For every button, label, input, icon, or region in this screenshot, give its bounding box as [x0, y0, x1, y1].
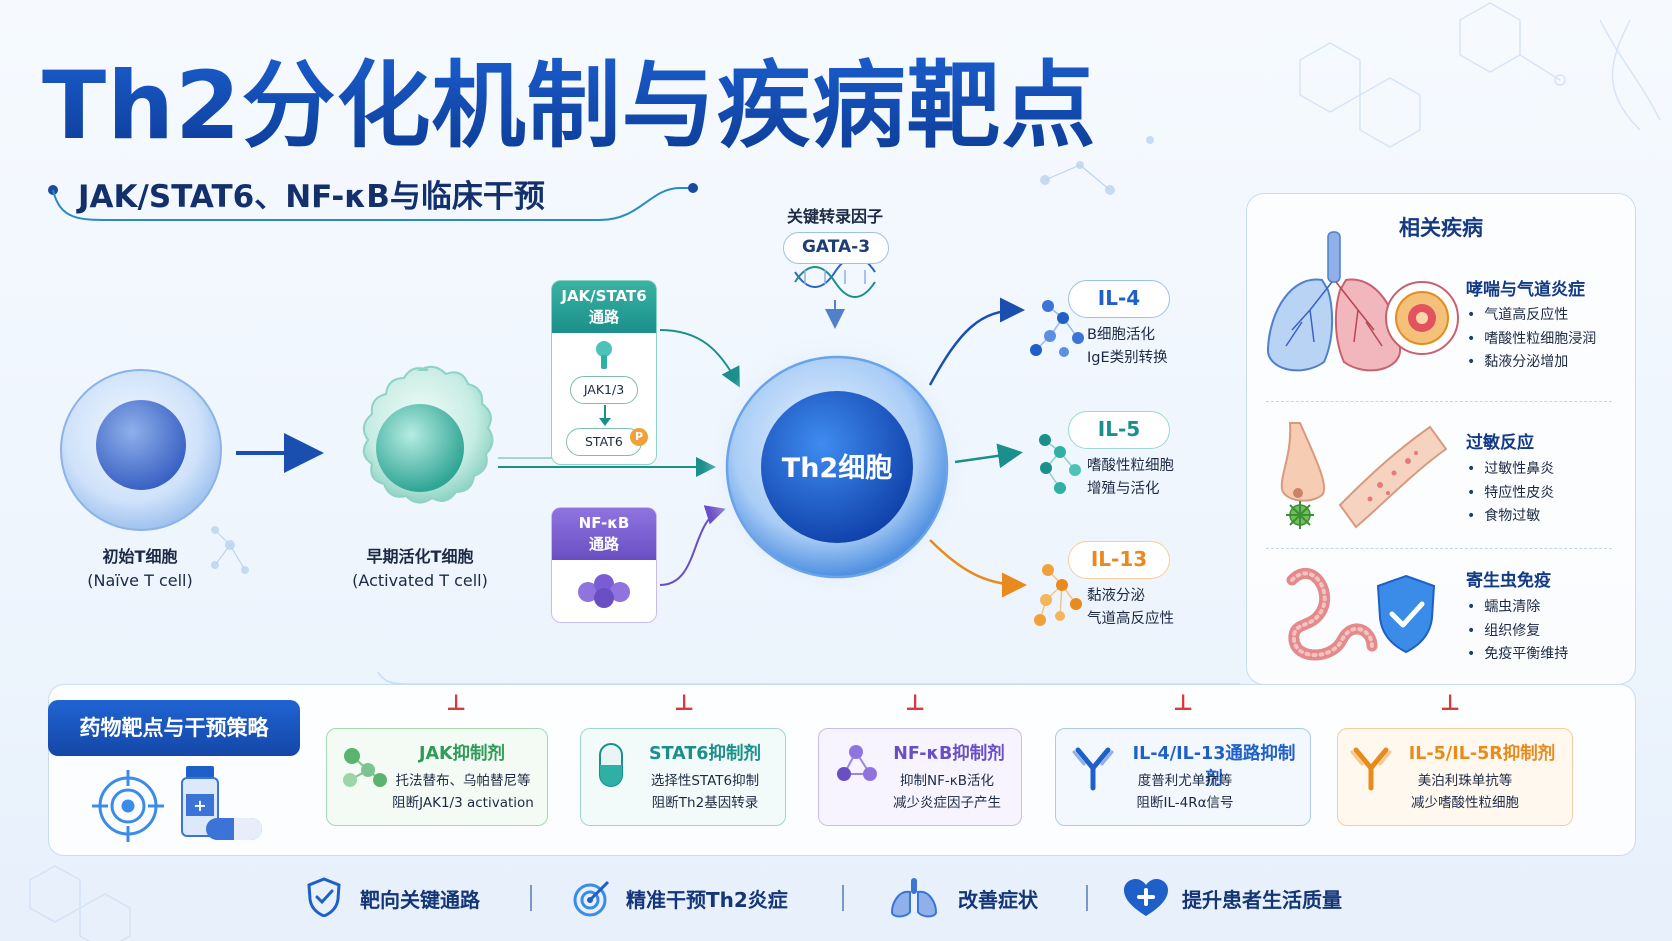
parasite-illustration	[1286, 568, 1436, 661]
il4-pill: IL-4	[1068, 280, 1170, 318]
antibody-icon	[1072, 747, 1114, 791]
footer-item-precision: 精准干预Th2炎症	[626, 888, 788, 912]
inhibit-symbol: ⊥	[905, 691, 926, 716]
il5-pill: IL-5	[1068, 411, 1170, 449]
arrow-jak-to-th2	[659, 329, 740, 388]
arrow-th2-to-il4	[928, 297, 1025, 386]
target-and-medicine-icon: +	[92, 766, 262, 842]
transcription-factor-label: 关键转录因子	[786, 207, 883, 226]
allergy-illustration	[1280, 422, 1448, 529]
jak13-node: JAK1/3	[570, 376, 638, 404]
drug-card-il5-title: IL-5/IL-5R抑制剂	[1408, 744, 1556, 764]
inhibit-symbol: ⊥	[1173, 691, 1194, 716]
lungs-icon	[890, 878, 938, 918]
naive-t-cell-label: 初始T细胞 (Naïve T cell)	[60, 545, 220, 593]
nfkb-complex-icon	[578, 574, 630, 608]
footer-item-pathway: 靶向关键通路	[360, 888, 480, 912]
receptor-icon	[596, 341, 612, 369]
disease-separator	[1266, 548, 1612, 549]
il13-description: 黏液分泌 气道高反应性	[1087, 588, 1174, 627]
footer-separator	[842, 885, 844, 911]
drug-card-il5	[1337, 728, 1573, 826]
drug-card-jak-desc: 托法替布、乌帕替尼等 阻断JAK1/3 activation	[392, 773, 534, 811]
stat6-node: STAT6	[566, 428, 642, 456]
antibody-icon	[1350, 747, 1392, 791]
th2-cell-name: Th2细胞	[781, 453, 893, 484]
disease-group-allergy-title: 过敏反应	[1466, 433, 1534, 453]
disease-group-asthma-list: 气道高反应性 嗜酸性粒细胞浸润 黏液分泌增加	[1467, 304, 1627, 375]
svg-text:+: +	[193, 796, 206, 815]
jak-inhibitor-molecule-icon	[343, 748, 387, 787]
target-icon	[573, 880, 610, 917]
page-title: Th2分化机制与疾病靶点	[42, 30, 1096, 166]
footer-item-quality: 提升患者生活质量	[1182, 888, 1342, 912]
drug-card-nfkb-title: NF-κB抑制剂	[893, 744, 1005, 764]
phospho-badge: P	[630, 428, 648, 446]
il13-pill: IL-13	[1068, 541, 1170, 579]
drug-card-il4-il13-desc: 度普利尤单抗等 阻断IL-4Rα信号	[1136, 773, 1234, 811]
activated-t-cell-en: (Activated T cell)	[352, 571, 488, 590]
lungs-illustration	[1266, 231, 1459, 372]
shield-icon	[307, 877, 341, 917]
il4-molecule-icon	[1030, 300, 1084, 357]
naive-t-cell-en: (Naïve T cell)	[87, 571, 193, 590]
drug-card-il5-desc: 美泊利珠单抗等 减少嗜酸性粒细胞	[1411, 773, 1519, 811]
nfkb-inhibitor-molecule-icon	[837, 745, 877, 781]
subtitle: JAK/STAT6、NF-κB与临床干预	[78, 179, 545, 215]
jak-stat6-pathway-title: JAK/STAT6 通路	[552, 281, 656, 333]
jak-to-stat6-arrow	[599, 405, 611, 426]
target-icon	[92, 770, 164, 842]
drug-panel-title: 药物靶点与干预策略	[48, 700, 300, 756]
il4-description: B细胞活化 IgE类别转换	[1087, 327, 1168, 366]
shield-check-icon	[1376, 574, 1436, 654]
pill-capsule-icon	[206, 818, 262, 840]
footer-separator	[530, 885, 532, 911]
drug-card-nfkb-desc: 抑制NF-κB活化 减少炎症因子产生	[893, 773, 1001, 811]
footer-item-symptoms: 改善症状	[958, 888, 1038, 912]
activated-t-cell-name: 早期活化T细胞	[366, 547, 474, 566]
drug-card-nfkb	[818, 728, 1022, 826]
drug-card-stat6-title: STAT6抑制剂	[649, 744, 761, 764]
inhibit-symbol: ⊥	[674, 691, 695, 716]
nfkb-pathway-box: NF-κB 通路	[551, 507, 657, 623]
disease-separator	[1266, 401, 1612, 402]
virus-icon	[1286, 501, 1314, 529]
arrow-nfkb-to-th2	[659, 505, 726, 586]
subtitle-underline	[48, 183, 698, 221]
disease-panel-title: 相关疾病	[1399, 216, 1483, 240]
disease-group-parasite-list: 蠕虫清除 组织修复 免疫平衡维持	[1467, 596, 1627, 667]
activated-t-cell-label: 早期活化T细胞 (Activated T cell)	[330, 545, 510, 593]
il13-molecule-icon	[1034, 564, 1082, 626]
naive-t-cell-name: 初始T细胞	[102, 547, 178, 566]
arrow-th2-to-il13	[929, 539, 1027, 598]
il5-molecule-icon	[1039, 434, 1081, 494]
activated-t-cell-illustration	[362, 365, 494, 504]
disease-group-asthma-title: 哮喘与气道炎症	[1466, 280, 1585, 300]
inhibit-symbol: ⊥	[1440, 691, 1461, 716]
disease-group-allergy-list: 过敏性鼻炎 特应性皮炎 食物过敏	[1467, 458, 1627, 529]
nfkb-pathway-title: NF-κB 通路	[552, 508, 656, 560]
drug-card-il4-il13	[1055, 728, 1311, 826]
naive-t-cell-illustration	[60, 369, 222, 531]
inhibit-symbol: ⊥	[446, 691, 467, 716]
il5-description: 嗜酸性粒细胞 增殖与活化	[1087, 458, 1174, 497]
drug-card-il4-il13-title: IL-4/IL-13通路抑制剂	[1132, 744, 1296, 789]
capsule-icon	[599, 743, 623, 787]
drug-card-jak-title: JAK抑制剂	[418, 744, 506, 764]
drug-card-stat6-desc: 选择性STAT6抑制 阻断Th2基因转录	[650, 773, 760, 811]
th2-cell-illustration	[702, 332, 972, 602]
footer-separator	[1086, 885, 1088, 911]
arrow-th2-to-il5	[954, 443, 1023, 469]
disease-group-parasite-title: 寄生虫免疫	[1466, 571, 1551, 591]
gata3-pill: GATA-3	[783, 232, 889, 264]
drug-card-jak	[326, 728, 548, 826]
heart-plus-icon	[1124, 879, 1168, 916]
